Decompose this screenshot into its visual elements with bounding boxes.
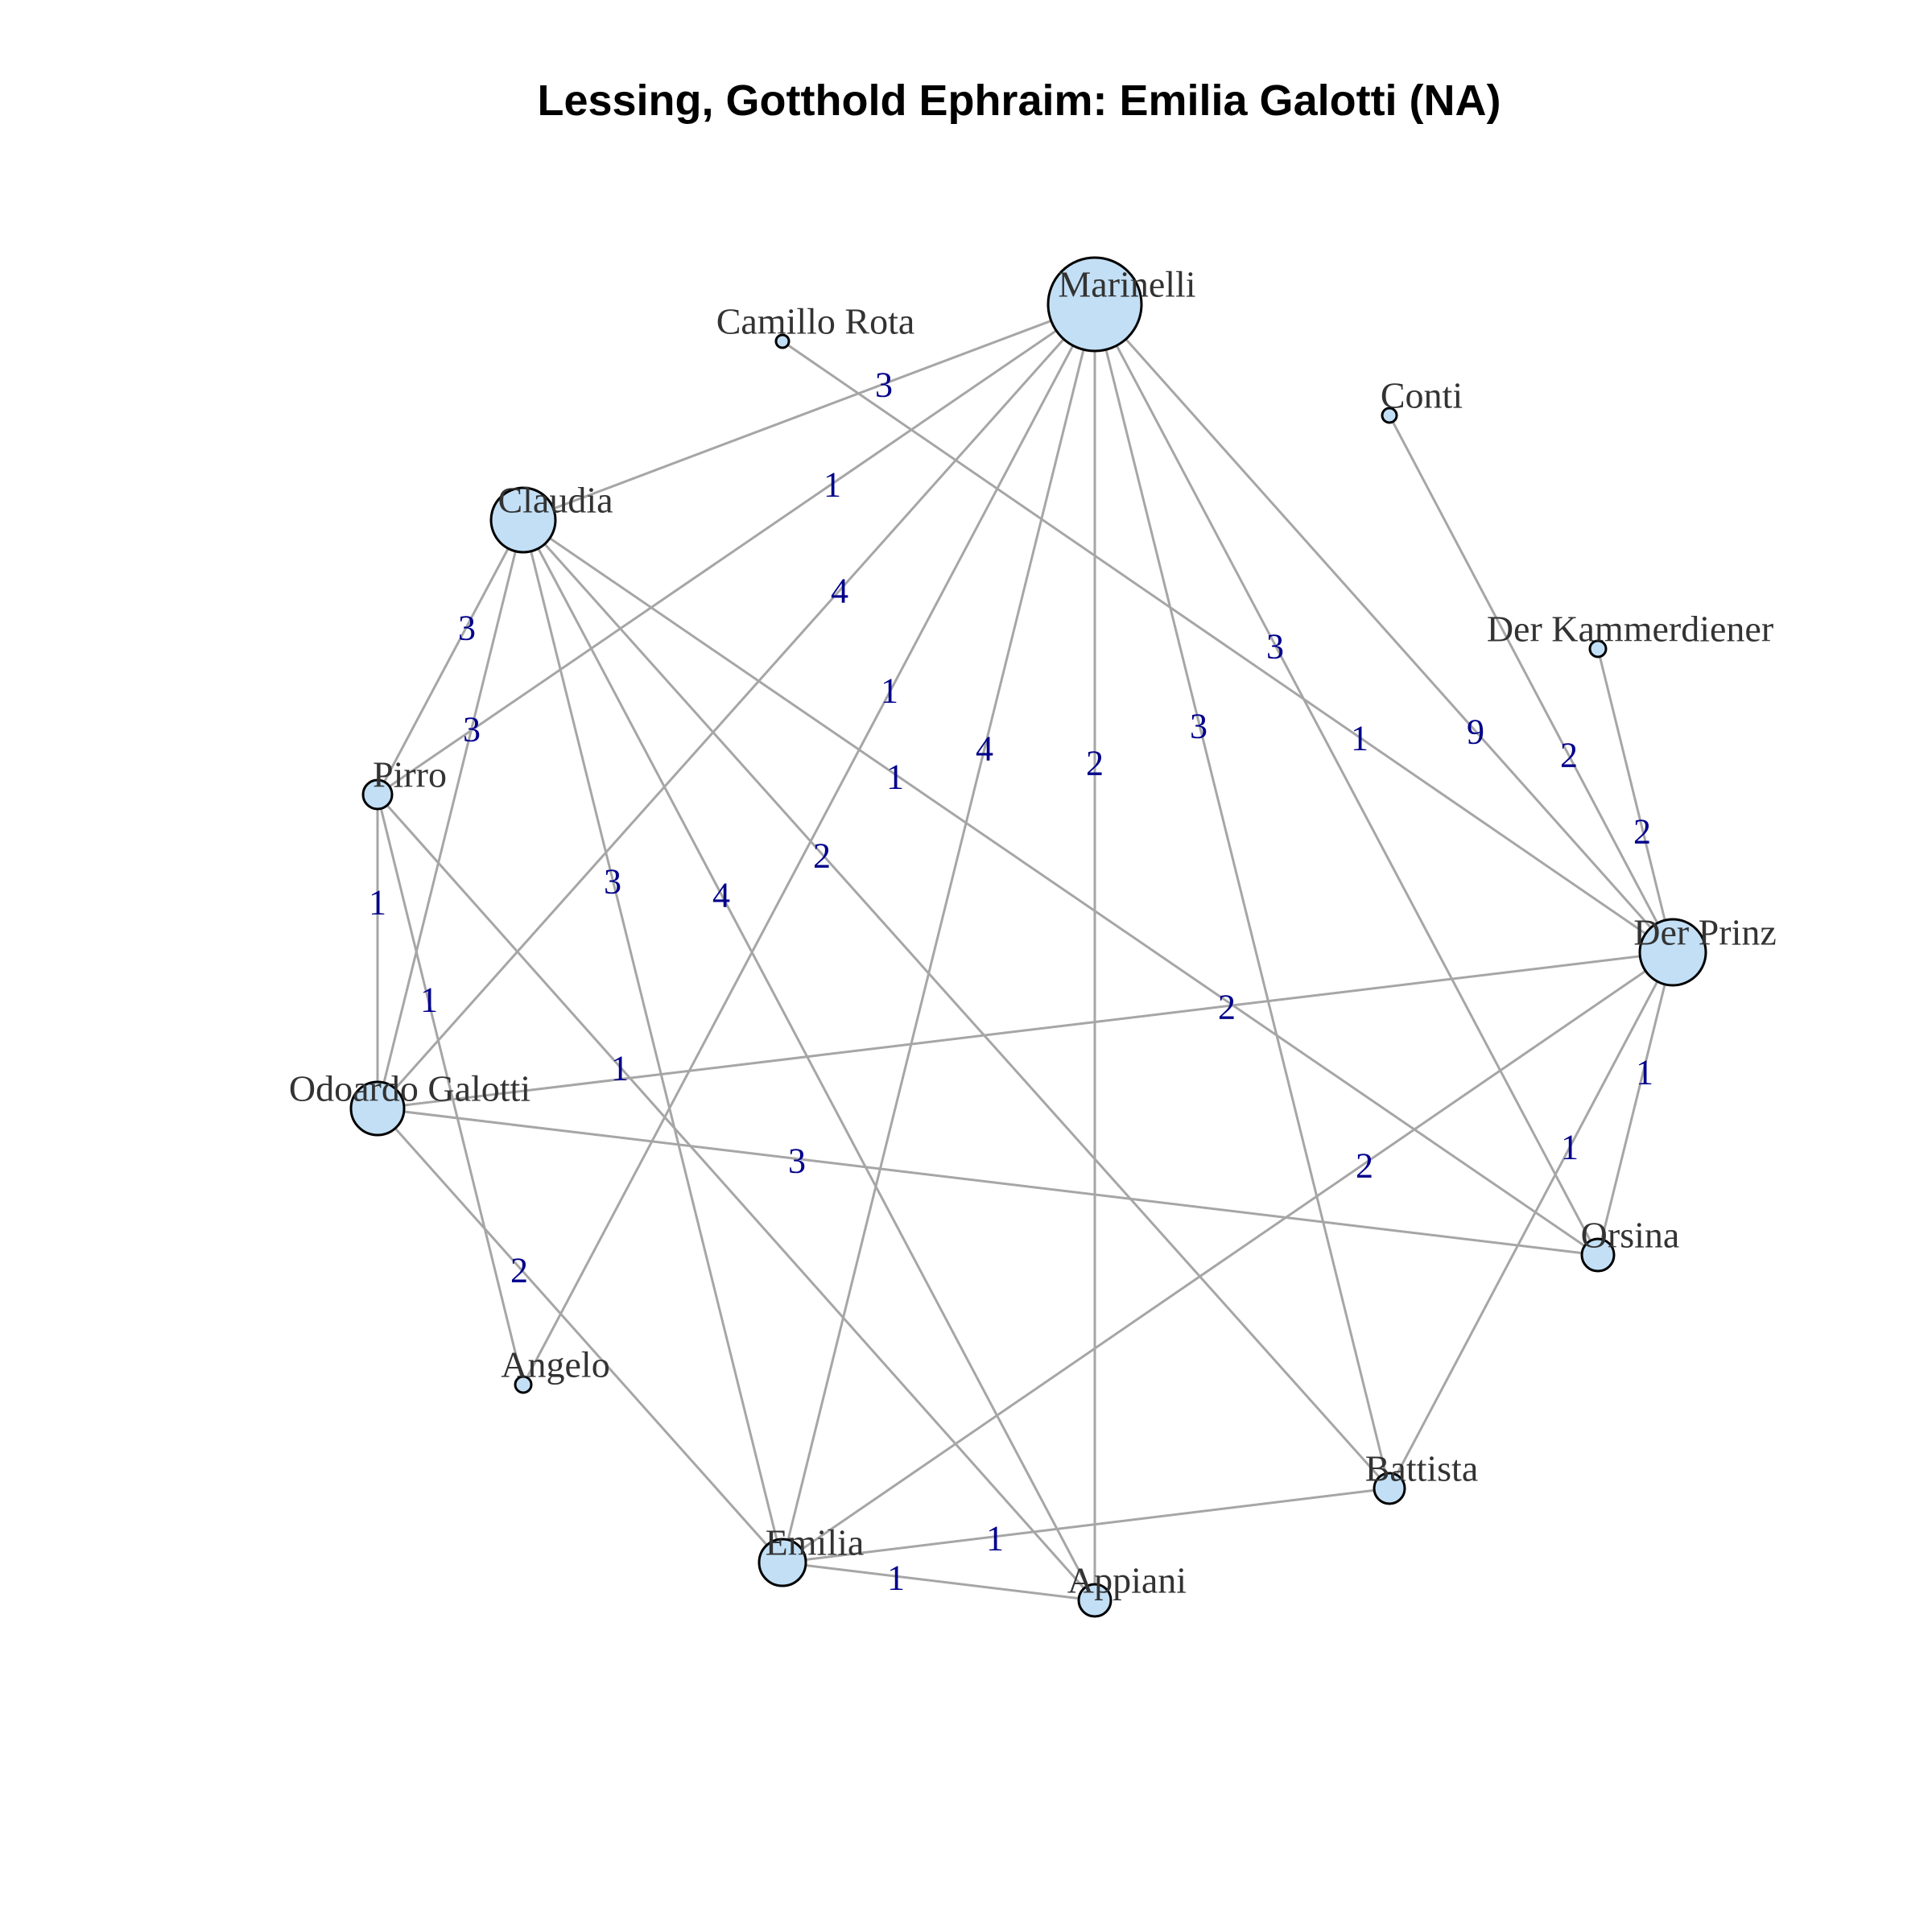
edge-weight-label: 1 [611,1049,629,1088]
edge-marinelli-claudia [522,303,1096,522]
edge-weight-label: 2 [1356,1146,1373,1186]
node-emilia [758,1538,807,1587]
node-prinz [1638,918,1707,987]
edge-weight-label: 3 [1266,627,1284,667]
edge-weight-label: 3 [463,710,481,749]
node-claudia [489,486,557,554]
edge-weight-label: 4 [831,572,848,611]
node-label-emilia: Emilia [766,1522,865,1563]
chart-title: Lessing, Gotthold Ephraim: Emilia Galott… [537,76,1501,125]
edge-marinelli-emilia [781,303,1096,1563]
edge-prinz-battista [1388,952,1674,1489]
edge-weight-label: 1 [1561,1128,1579,1167]
node-label-pirro: Pirro [373,754,447,795]
edge-claudia-pirro [376,519,525,795]
edge-marinelli-prinz [1093,303,1674,953]
node-label-battista: Battista [1365,1448,1479,1489]
edge-weight-label: 3 [1190,707,1208,746]
node-odoardo [349,1080,406,1137]
edge-weight-label: 9 [1467,712,1484,752]
node-label-camillo: Camillo Rota [716,301,915,342]
edge-weight-label: 2 [1633,812,1651,852]
node-marinelli [1046,256,1143,353]
edge-marinelli-orsina [1093,303,1600,1256]
edge-pirro-appiani [376,794,1096,1601]
edge-weight-label: 3 [458,609,476,648]
edge-conti-prinz [1388,415,1674,953]
node-appiani [1077,1583,1113,1618]
edge-weight-label: 4 [976,729,993,769]
node-battista [1373,1472,1406,1505]
node-label-orsina: Orsina [1581,1215,1680,1256]
edge-weight-label: 1 [1351,719,1368,758]
edge-weight-label: 3 [875,365,893,405]
node-pirro [361,778,394,811]
edge-kammerdiener-prinz [1596,648,1674,953]
edge-claudia-battista [522,518,1391,1490]
node-conti [1381,407,1398,424]
edge-claudia-appiani [522,519,1096,1601]
edge-odoardo-emilia [376,1108,784,1563]
edge-marinelli-angelo [522,303,1096,1385]
edge-weight-label: 1 [887,1558,905,1598]
nodes-layer [349,256,1707,1618]
edge-claudia-orsina [522,518,1599,1257]
edge-camillo-prinz [782,340,1674,954]
edge-weight-label: 1 [824,465,841,505]
node-label-appiani: Appiani [1067,1560,1187,1601]
node-kammerdiener [1588,639,1608,658]
edge-weight-label: 2 [1086,744,1104,783]
edge-marinelli-odoardo [376,303,1096,1109]
node-label-claudia: Claudia [497,480,613,521]
edge-claudia-emilia [522,519,784,1563]
node-label-kammerdiener: Der Kammerdiener [1487,609,1773,650]
edge-weight-label: 1 [1636,1053,1653,1092]
edge-labels-layer: 3 1 4 1 4 2 3 3 9 1 2 2 3 3 3 4 2 1 1 1 1 2 3 2 2 1 1 1 1 [369,365,1653,1598]
node-label-conti: Conti [1381,375,1463,416]
node-label-odoardo: Odoardo Galotti [289,1068,530,1109]
edge-weight-label: 2 [1218,988,1236,1027]
node-label-marinelli: Marinelli [1058,264,1195,305]
edge-prinz-orsina [1596,952,1674,1256]
edge-emilia-appiani [782,1561,1096,1602]
edge-weight-label: 1 [369,883,386,923]
edge-weight-label: 3 [788,1141,806,1181]
edge-marinelli-pirro [377,303,1096,796]
edge-emilia-battista [782,1487,1390,1564]
edge-pirro-angelo [376,794,525,1385]
edge-weight-label: 1 [886,758,904,797]
edge-weight-label: 1 [420,980,438,1020]
node-orsina [1580,1237,1616,1273]
edge-weight-label: 2 [1560,736,1578,775]
edges-layer [376,303,1674,1602]
edge-claudia-odoardo [376,519,525,1109]
node-angelo [514,1375,533,1394]
edge-weight-label: 1 [986,1519,1004,1558]
edge-weight-label: 3 [604,862,621,902]
node-label-prinz: Der Prinz [1633,912,1777,953]
edge-prinz-emilia [782,951,1674,1564]
node-camillo [774,333,791,349]
edge-odoardo-orsina [377,1107,1599,1257]
edge-weight-label: 2 [510,1251,528,1290]
edge-marinelli-battista [1093,303,1391,1489]
node-label-angelo: Angelo [501,1344,609,1385]
edge-odoardo-prinz [377,951,1674,1110]
edge-weight-label: 2 [813,836,831,876]
edge-weight-label: 4 [712,876,730,915]
edge-weight-label: 1 [881,671,898,711]
